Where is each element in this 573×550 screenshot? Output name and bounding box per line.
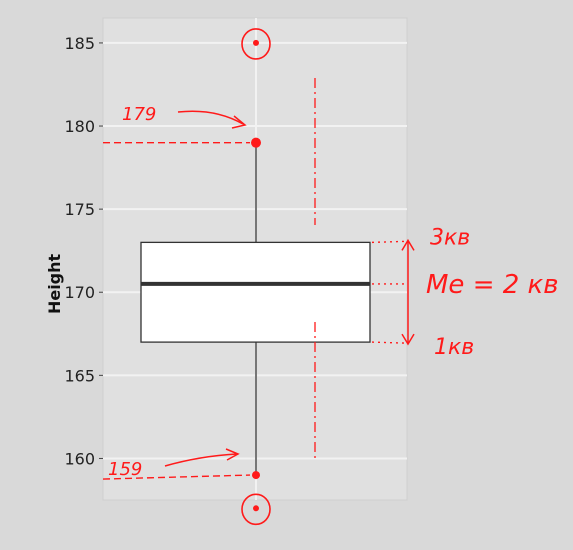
q1-label: 1кв — [434, 335, 474, 360]
y-axis-ticks: 160 165 170 175 180 185 — [64, 34, 103, 468]
y-tick-label-170: 170 — [64, 283, 95, 302]
whisker-high-dot — [251, 137, 261, 148]
upper-value-label: 179 — [122, 104, 156, 125]
upper-arrow-head — [231, 115, 247, 129]
iqr-arrow-head-top — [401, 238, 415, 251]
y-tick-label-165: 165 — [64, 366, 95, 385]
iqr-box — [140, 241, 371, 343]
handwritten-annotations: 179 159 3кв Me = 2 кв 1кв — [102, 28, 559, 526]
q3-label: 3кв — [430, 225, 470, 250]
y-tick-label-160: 160 — [64, 449, 95, 468]
lower-arrow-head — [225, 448, 240, 461]
lower-whisker-guide — [102, 474, 251, 480]
outlier-circle-185 — [241, 28, 271, 60]
median-label: Me = 2 кв — [426, 270, 559, 300]
whisker-low-dot — [252, 471, 260, 480]
lower-value-label: 159 — [108, 459, 142, 480]
lower-value-arrow — [164, 453, 238, 467]
y-tick-label-175: 175 — [64, 200, 95, 219]
y-axis-title: Height — [45, 253, 64, 314]
boxplot — [140, 39, 371, 512]
outlier-point-185 — [253, 39, 259, 46]
upper-value-arrow — [177, 110, 244, 125]
outlier-circle-157 — [241, 493, 271, 526]
y-tick-label-180: 180 — [64, 117, 95, 136]
y-tick-label-185: 185 — [64, 34, 95, 53]
outlier-point-157 — [253, 505, 259, 512]
iqr-arrow-head-bottom — [401, 333, 415, 346]
